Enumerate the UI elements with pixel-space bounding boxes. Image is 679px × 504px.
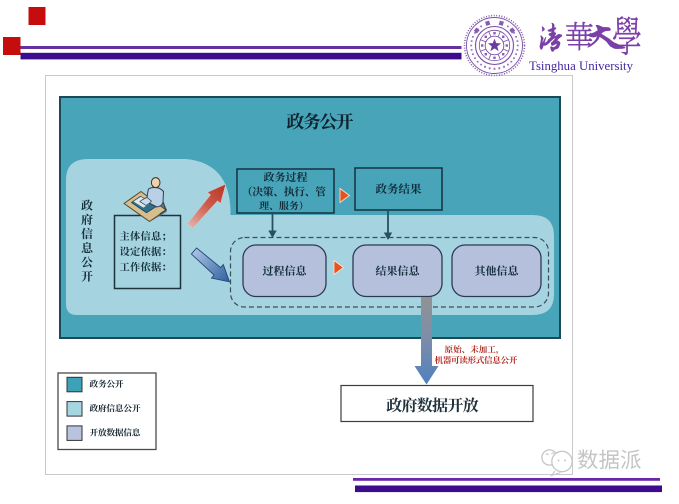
svg-text:Tsinghua University: Tsinghua University [529, 59, 634, 73]
